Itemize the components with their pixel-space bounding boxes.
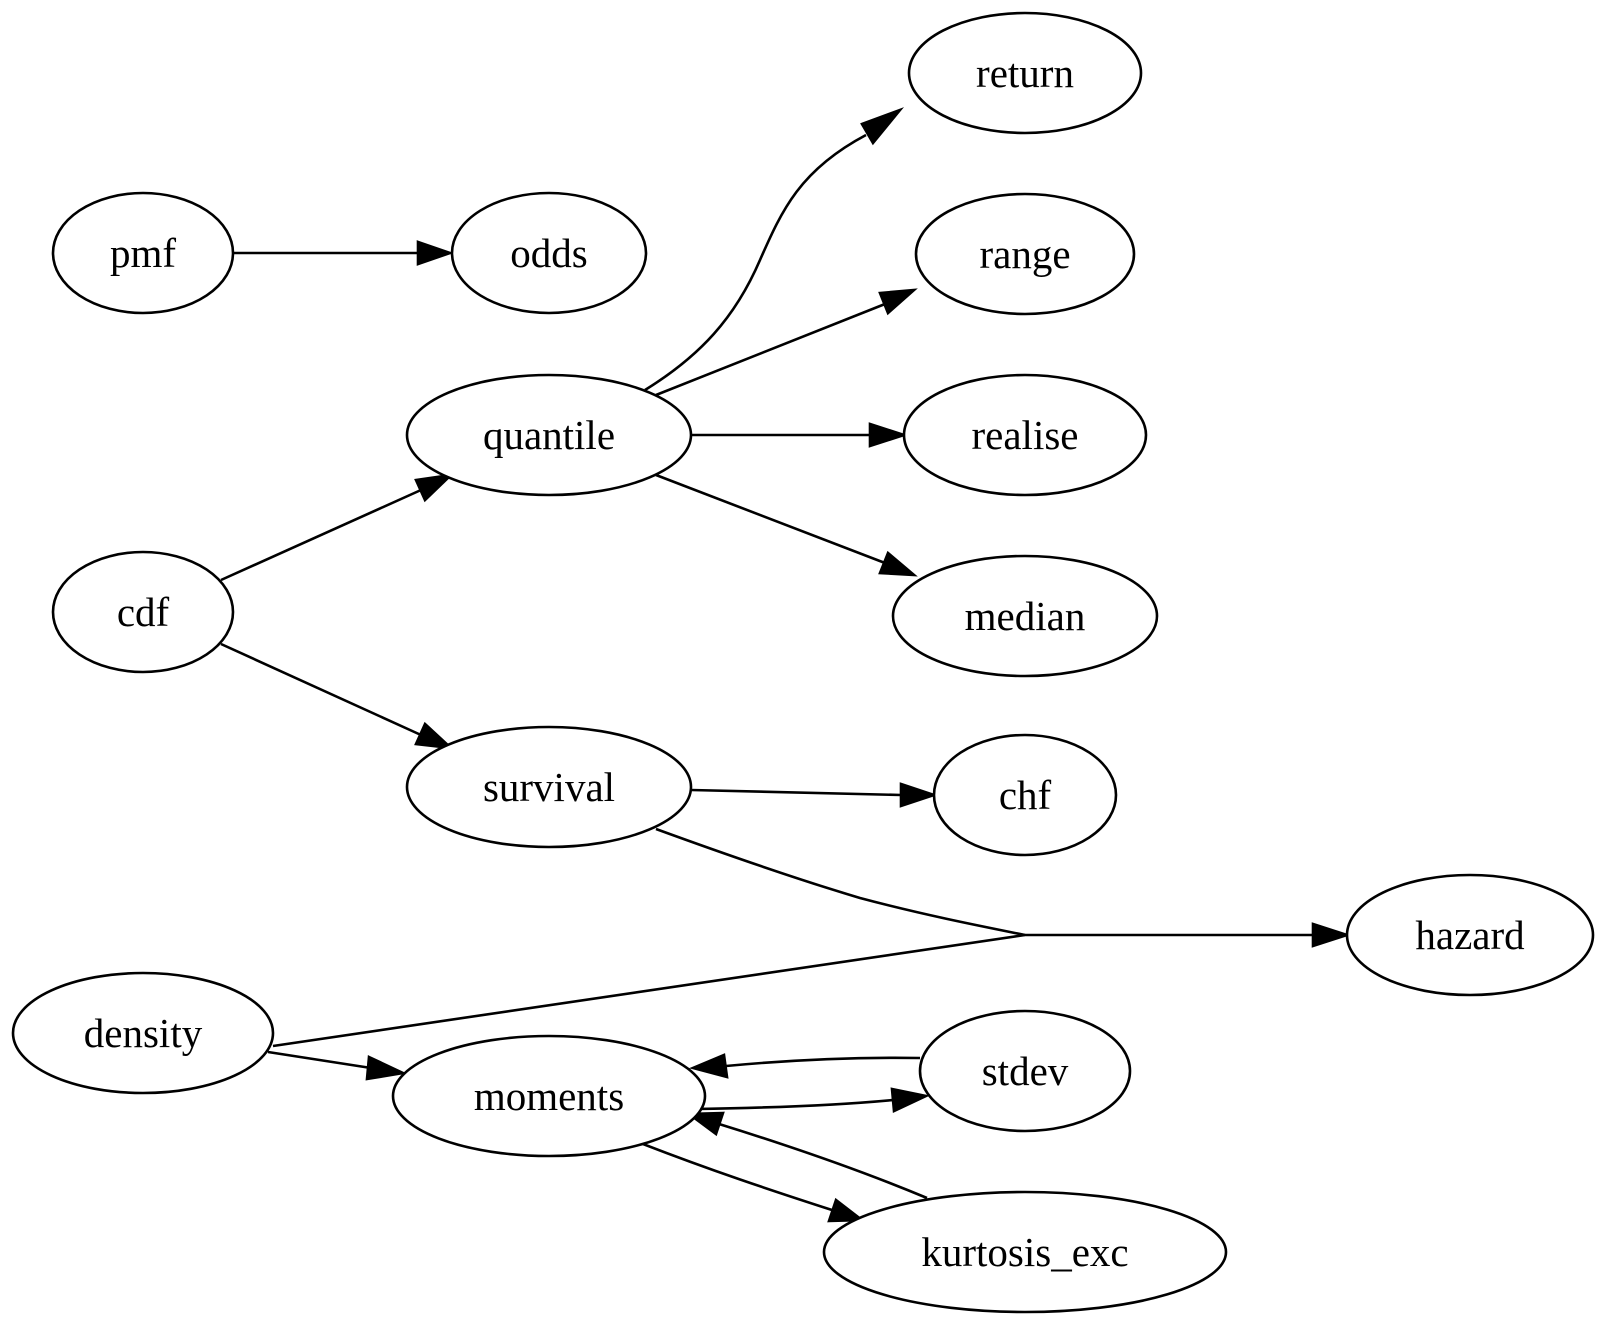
arrowhead-icon [365, 1055, 408, 1081]
edge-line [272, 933, 1313, 1048]
node-ellipse [391, 1034, 707, 1158]
edge-moments-to-kurtosis_exc [642, 1142, 866, 1223]
arrowhead-icon [899, 782, 939, 808]
arrowhead-icon [878, 288, 918, 316]
edge-pmf-to-odds [233, 240, 454, 266]
edge-quantile-to-return [644, 107, 905, 392]
node-quantile: quantile [405, 373, 693, 497]
node-ellipse [822, 1190, 1228, 1314]
node-label: median [965, 593, 1086, 639]
edge-density-to-moments [267, 1050, 408, 1081]
edge-survival-to-hazard [655, 827, 1026, 937]
node-ellipse [918, 1009, 1132, 1133]
edge-quantile-to-realise [691, 422, 909, 448]
arrowhead-icon [827, 1197, 866, 1223]
edge-line [642, 1142, 833, 1212]
node-realise: realise [902, 373, 1148, 497]
node-ellipse [1345, 873, 1595, 997]
node-survival: survival [405, 725, 693, 849]
node-label: realise [972, 412, 1079, 458]
edge-line [695, 1098, 894, 1111]
node-ellipse [932, 733, 1118, 857]
node-kurtosis_exc: kurtosis_exc [822, 1190, 1228, 1314]
arrowhead-icon [416, 240, 454, 266]
arrowhead-icon [685, 1111, 725, 1137]
edge-kurtosis_exc-to-moments [685, 1111, 928, 1200]
edge-quantile-to-median [655, 473, 918, 577]
edge-line [655, 302, 886, 397]
node-ellipse [891, 554, 1159, 678]
node-range: range [914, 192, 1136, 316]
node-chf: chf [932, 733, 1118, 857]
node-label: chf [999, 772, 1052, 818]
node-density: density [11, 971, 275, 1095]
arrowhead-icon [890, 1087, 931, 1113]
node-hazard: hazard [1345, 873, 1595, 997]
node-ellipse [405, 373, 693, 497]
edge-line [220, 642, 422, 737]
edge-line [718, 1122, 928, 1200]
node-label: return [976, 50, 1074, 96]
edge-line [725, 1056, 921, 1068]
edge-cdf-to-survival [220, 642, 455, 750]
node-odds: odds [450, 191, 648, 315]
node-stdev: stdev [918, 1009, 1132, 1133]
edge-line [267, 1050, 372, 1070]
node-label: quantile [483, 412, 615, 458]
arrowhead-icon [860, 107, 905, 146]
node-ellipse [51, 550, 235, 674]
node-label: odds [510, 230, 587, 276]
node-ellipse [51, 191, 235, 315]
edge-moments-to-stdev [695, 1087, 931, 1113]
edge-line [690, 788, 902, 797]
edge-survival-to-chf [690, 782, 939, 808]
arrowhead-icon [414, 721, 455, 750]
arrowhead-icon [414, 473, 455, 503]
edge-line [655, 827, 1026, 937]
node-ellipse [450, 191, 648, 315]
node-label: survival [483, 764, 615, 810]
node-ellipse [902, 373, 1148, 497]
node-moments: moments [391, 1034, 707, 1158]
node-label: cdf [117, 589, 170, 635]
node-ellipse [914, 192, 1136, 316]
node-label: kurtosis_exc [921, 1229, 1128, 1275]
node-ellipse [11, 971, 275, 1095]
arrowhead-icon [868, 422, 909, 448]
graph-nodes: pmf odds return range quantile realise cdf medi… [11, 11, 1595, 1314]
edge-stdev-to-moments [688, 1053, 921, 1079]
node-label: range [979, 231, 1070, 277]
arrowhead-icon [688, 1053, 729, 1079]
node-return: return [907, 11, 1143, 135]
node-label: density [84, 1010, 203, 1056]
node-ellipse [907, 11, 1143, 135]
edge-quantile-to-range [655, 288, 918, 397]
node-ellipse [405, 725, 693, 849]
node-label: moments [474, 1073, 624, 1119]
edge-line [655, 473, 886, 565]
edge-line [644, 133, 867, 392]
edge-line [220, 488, 422, 582]
node-median: median [891, 554, 1159, 678]
node-cdf: cdf [51, 550, 235, 674]
arrowhead-icon [1311, 922, 1352, 948]
arrowhead-icon [878, 550, 918, 577]
node-label: hazard [1415, 912, 1524, 958]
edge-cdf-to-quantile [220, 473, 455, 582]
node-label: stdev [982, 1048, 1069, 1094]
edge-density-to-hazard [272, 922, 1352, 1048]
node-pmf: pmf [51, 191, 235, 315]
graph-edges [220, 107, 1352, 1223]
node-label: pmf [110, 230, 176, 276]
